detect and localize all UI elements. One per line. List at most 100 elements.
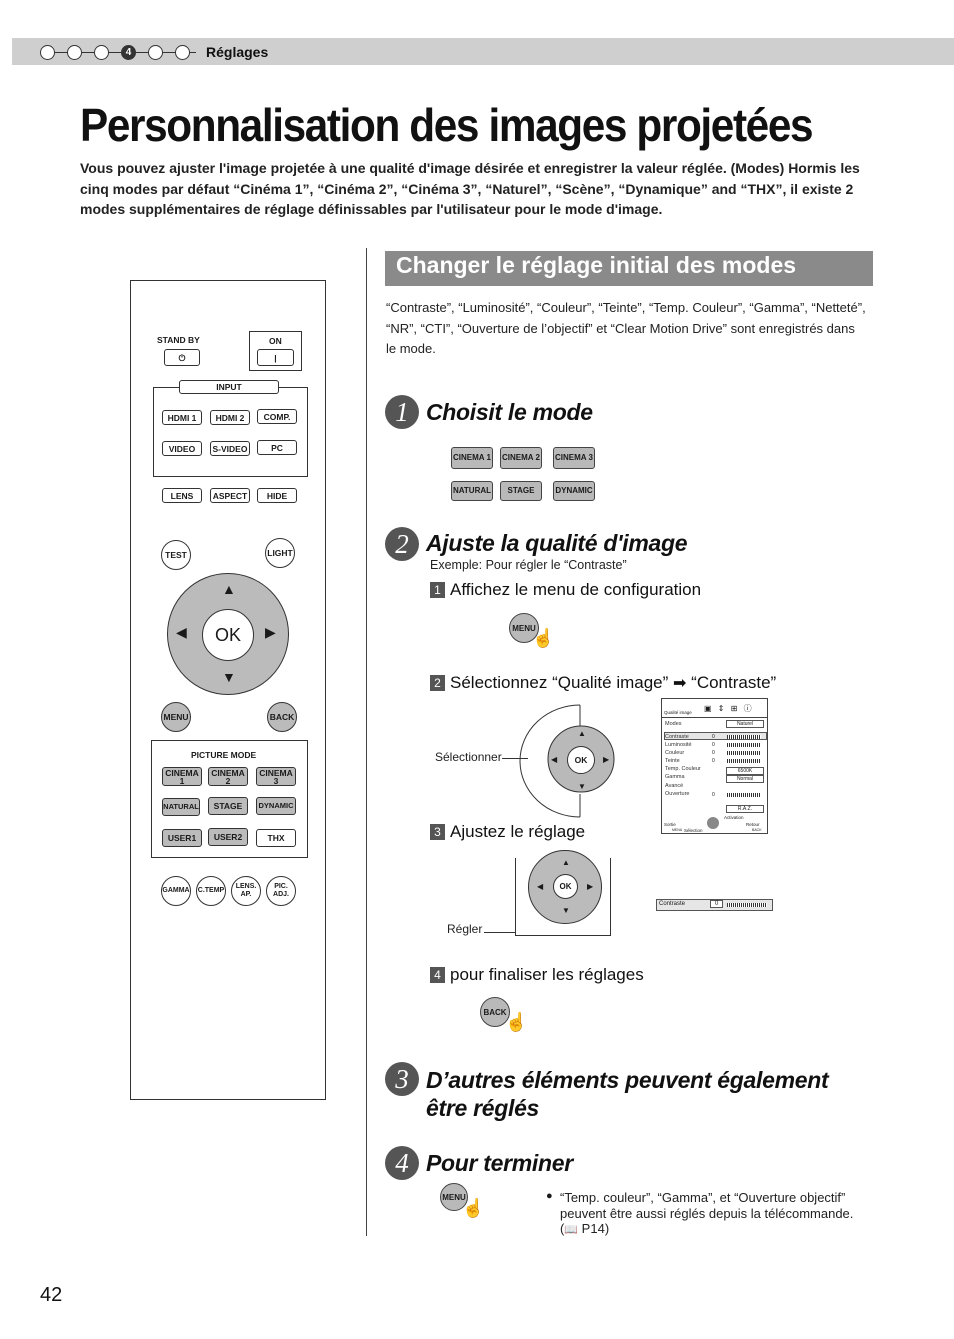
bullet-icon: ● — [546, 1190, 553, 1202]
stage-mode-button[interactable]: STAGE — [500, 481, 542, 501]
leader-line — [484, 932, 516, 933]
lensap-button[interactable]: LENS. AP. — [231, 876, 261, 906]
svideo-button[interactable]: S-VIDEO — [210, 441, 250, 456]
slider-value: 0 — [710, 900, 724, 908]
ok-icon — [707, 817, 719, 829]
book-icon: 📖 — [564, 1224, 579, 1236]
slider-label: Contraste — [659, 901, 686, 907]
picture-mode-group — [151, 740, 308, 858]
slider-track — [727, 743, 761, 747]
page-number: 42 — [40, 1284, 63, 1306]
pc-button[interactable]: PC — [257, 440, 297, 455]
adjust-label: Régler — [447, 922, 483, 936]
step-title: D’autres éléments peuvent également être… — [426, 1067, 829, 1121]
ctemp-button[interactable]: C.TEMP — [196, 876, 226, 906]
left-arrow-icon[interactable]: ◀ — [176, 624, 187, 640]
substep-text: Affichez le menu de configuration — [450, 580, 702, 599]
page-reference[interactable]: P14 — [581, 1221, 605, 1236]
menu-tab-label: Qualité image — [664, 710, 692, 715]
menu-row-label: Gamma — [665, 774, 685, 780]
hdmi1-button[interactable]: HDMI 1 — [162, 410, 202, 425]
test-button[interactable]: TEST — [161, 540, 191, 570]
menu-button[interactable]: MENU — [440, 1183, 468, 1211]
hide-button[interactable]: HIDE — [257, 488, 297, 503]
cinema2-mode-button[interactable]: CINEMA 2 — [500, 447, 542, 469]
back-key-label: BACK — [752, 828, 762, 832]
left-arrow-icon: ◀ — [537, 882, 544, 891]
video-button[interactable]: VIDEO — [162, 441, 202, 456]
user1-button[interactable]: USER1 — [162, 829, 202, 847]
right-arrow-icon[interactable]: ▶ — [265, 624, 276, 640]
substep-1: 1 Affichez le menu de configuration — [430, 580, 701, 600]
substep-text-target: “Contraste” — [691, 673, 777, 692]
slider-track[interactable] — [727, 903, 767, 907]
light-button[interactable]: LIGHT — [265, 538, 295, 568]
menu-button[interactable]: MENU — [161, 702, 191, 732]
aspect-button[interactable]: ASPECT — [210, 488, 250, 503]
progress-dot — [40, 45, 55, 60]
example-text: Exemple: Pour régler le “Contraste” — [430, 558, 627, 572]
exit-label: Sortie — [664, 822, 676, 827]
up-arrow-icon[interactable]: ▲ — [222, 581, 236, 597]
user2-button[interactable]: USER2 — [208, 828, 248, 846]
slider-track — [727, 793, 761, 797]
natural-mode-button[interactable]: NATURAL — [451, 481, 493, 501]
selection-label: Sélection — [684, 828, 703, 833]
progress-dot — [175, 45, 190, 60]
power-line-icon: | — [274, 352, 277, 363]
menu-row-label: Luminosité — [665, 742, 692, 748]
standby-button[interactable]: ⏻ — [164, 349, 200, 366]
step-number: 1 — [385, 395, 419, 429]
substep-number: 4 — [430, 967, 445, 983]
menu-row-label: Temp. Couleur — [665, 766, 701, 772]
natural-button[interactable]: NATURAL — [162, 798, 200, 816]
dynamic-button[interactable]: DYNAMIC — [256, 797, 296, 815]
cinema2-button[interactable]: CINEMA 2 — [208, 767, 248, 786]
thx-button[interactable]: THX — [256, 829, 296, 847]
gamma-button[interactable]: GAMMA — [161, 876, 191, 906]
ok-button[interactable]: OK — [567, 746, 595, 774]
comp-button[interactable]: COMP. — [257, 409, 297, 424]
back-button[interactable]: BACK — [480, 997, 510, 1027]
on-frame — [249, 331, 302, 371]
picadj-button[interactable]: PIC. ADJ. — [266, 876, 296, 906]
progress-dot — [67, 45, 82, 60]
section-title: Changer le réglage initial des modes — [396, 252, 797, 278]
row-value: 0 — [712, 734, 715, 740]
row-value: 0 — [712, 742, 715, 748]
cinema3-mode-button[interactable]: CINEMA 3 — [553, 447, 595, 469]
cinema3-button[interactable]: CINEMA 3 — [256, 767, 296, 786]
on-button[interactable]: | — [257, 349, 294, 366]
substep-number: 1 — [430, 582, 445, 598]
reset-button[interactable]: R.A.Z. — [726, 805, 764, 813]
substep-text: Sélectionnez “Qualité image” — [450, 673, 669, 692]
ok-button[interactable]: OK — [202, 609, 254, 661]
menu-button[interactable]: MENU — [509, 613, 539, 643]
menu-row-label: Contraste — [665, 734, 689, 740]
menu-tab-icons: ▣ ⇕ ⊞ ⓘ — [704, 704, 754, 713]
ok-button[interactable]: OK — [553, 874, 578, 899]
hdmi2-button[interactable]: HDMI 2 — [210, 410, 250, 425]
intro-text: Vous pouvez ajuster l'image projetée à u… — [80, 160, 860, 217]
down-arrow-icon[interactable]: ▼ — [222, 669, 236, 685]
activation-label: Activation — [724, 815, 744, 820]
substep-number: 3 — [430, 824, 445, 840]
select-label: Sélectionner — [435, 750, 502, 764]
return-label: Retour — [746, 822, 760, 827]
header-band: 4 — [12, 38, 954, 65]
substep-number: 2 — [430, 675, 445, 691]
row-value: 0 — [712, 750, 715, 756]
cinema1-button[interactable]: CINEMA 1 — [162, 767, 202, 786]
back-button[interactable]: BACK — [267, 702, 297, 732]
dynamic-mode-button[interactable]: DYNAMIC — [553, 481, 595, 501]
substep-text: pour finaliser les réglages — [450, 965, 644, 984]
cinema1-mode-button[interactable]: CINEMA 1 — [451, 447, 493, 469]
lens-button[interactable]: LENS — [162, 488, 202, 503]
note-text: “Temp. couleur”, “Gamma”, et “Ouverture … — [560, 1190, 854, 1236]
stage-button[interactable]: STAGE — [208, 797, 248, 815]
step-title: Ajuste la qualité d'image — [426, 530, 688, 556]
progress-dot — [94, 45, 109, 60]
input-label: INPUT — [179, 380, 279, 394]
row-value: 0 — [712, 758, 715, 764]
up-arrow-icon: ▲ — [562, 858, 570, 867]
